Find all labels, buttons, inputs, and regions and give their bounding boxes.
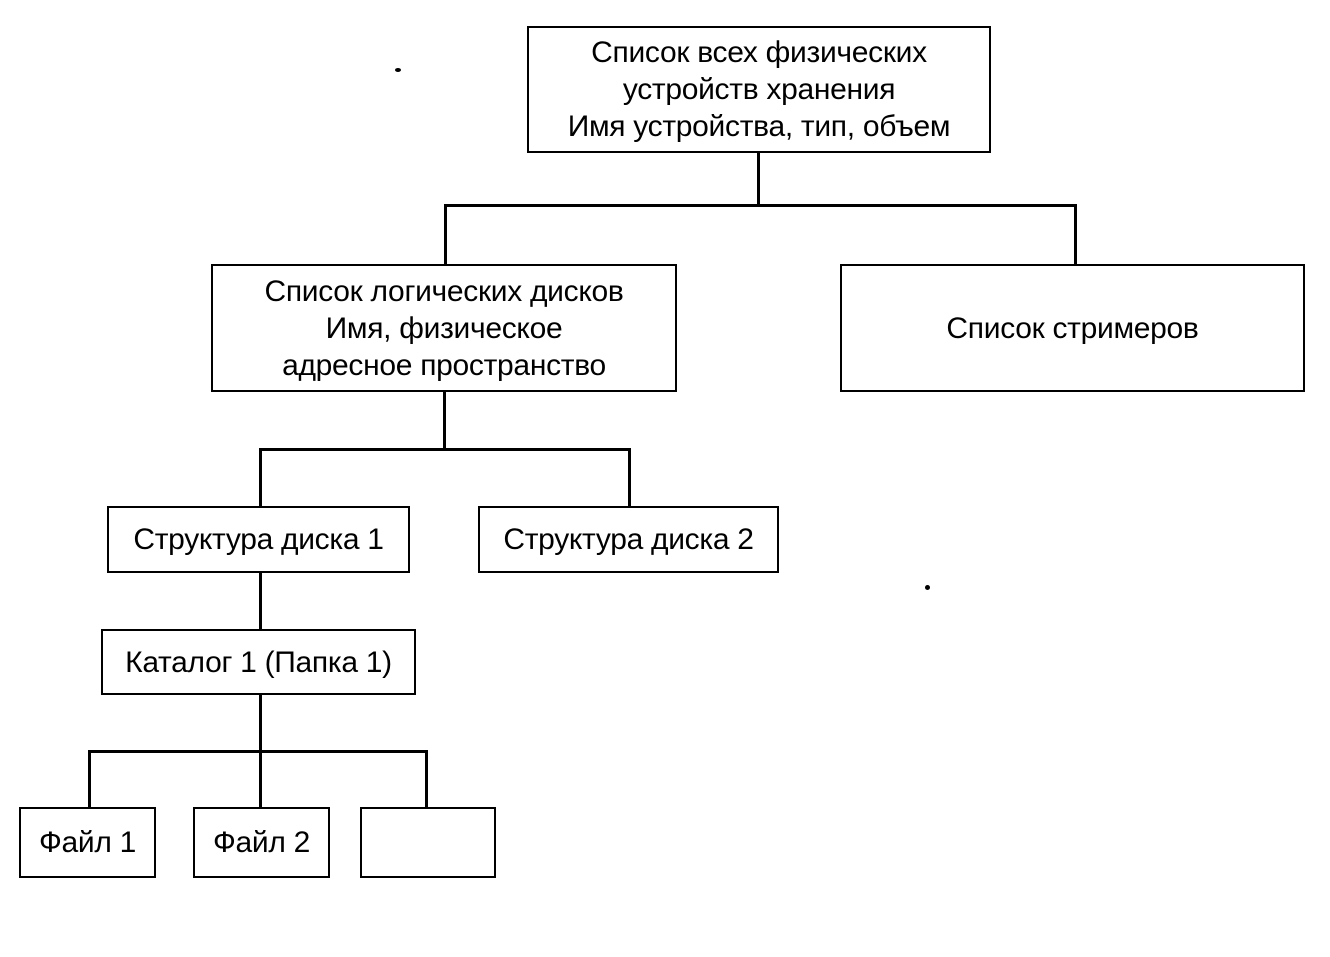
node-disk2-structure: Структура диска 2 [478, 506, 779, 573]
node-text-line: адресное пространство [282, 348, 606, 382]
node-empty [360, 807, 496, 878]
connector-to-file1 [88, 750, 91, 807]
connector-level1-bus [444, 204, 1077, 207]
connector-level2-bus [259, 448, 631, 451]
node-text-line: устройств хранения [622, 73, 896, 106]
connector-to-empty-node [425, 750, 428, 807]
connector-level4-bus [88, 750, 427, 753]
node-disk1-structure: Структура диска 1 [107, 506, 410, 573]
connector-to-disk2 [628, 448, 631, 506]
connector-disk1-to-catalog [259, 573, 262, 629]
node-streamers-list: Список стримеров [840, 264, 1305, 392]
node-text-line: Каталог 1 (Папка 1) [125, 645, 392, 679]
node-catalog1: Каталог 1 (Папка 1) [101, 629, 416, 695]
node-text-line: Имя, физическое [325, 311, 563, 345]
connector-to-streamers [1074, 204, 1077, 264]
connector-to-logical-disks [444, 204, 447, 264]
node-logical-disks-list: Список логических дисков Имя, физическое… [211, 264, 677, 392]
node-text-line: Файл 2 [213, 826, 310, 859]
connector-logical-disks-down [443, 392, 446, 450]
node-text-line: Список стримеров [946, 311, 1199, 345]
node-text-line: Файл 1 [39, 826, 136, 859]
node-text-line: Имя устройства, тип, объем [567, 110, 951, 143]
connector-to-file2 [259, 750, 262, 807]
node-text-line: Структура диска 1 [133, 523, 384, 556]
node-text-line: Список всех физических [591, 36, 927, 69]
connector-root-down [757, 153, 760, 206]
node-text-line: Структура диска 2 [503, 523, 754, 556]
scan-speck [925, 585, 930, 590]
node-text-line: Список логических дисков [264, 274, 624, 308]
scan-speck [395, 68, 401, 72]
node-file1: Файл 1 [19, 807, 156, 878]
node-physical-storage-list: Список всех физических устройств хранени… [527, 26, 991, 153]
connector-catalog-down [259, 695, 262, 752]
connector-to-disk1 [259, 448, 262, 506]
node-file2: Файл 2 [193, 807, 330, 878]
